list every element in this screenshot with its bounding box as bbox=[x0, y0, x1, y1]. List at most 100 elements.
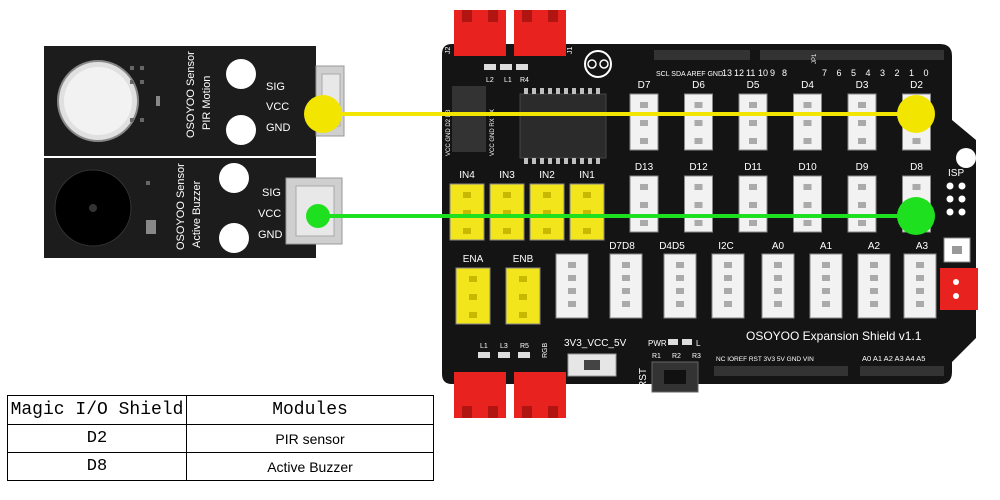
pwr-label: PWR bbox=[648, 339, 667, 348]
connector-in1 bbox=[569, 183, 605, 241]
mid-row-label: D4D5 bbox=[659, 241, 685, 252]
top-header-num: 3 bbox=[880, 68, 885, 78]
connector-d8-label: D8 bbox=[910, 162, 923, 173]
connector-d13 bbox=[629, 175, 659, 233]
analog-header-label: A0 A1 A2 A3 A4 A5 bbox=[862, 354, 925, 363]
connector-in2 bbox=[529, 183, 565, 241]
top-header-num: 10 bbox=[758, 68, 768, 78]
table-cell-pin: D2 bbox=[7, 424, 187, 453]
connector-ena bbox=[455, 267, 491, 325]
table-header-shield: Magic I/O Shield bbox=[7, 395, 187, 425]
resistor-label: R2 bbox=[672, 353, 681, 360]
top-header-num: 2 bbox=[895, 68, 900, 78]
pir-pin-vcc: VCC bbox=[266, 101, 289, 113]
resistor-label: R5 bbox=[520, 343, 529, 350]
resistor-label: R1 bbox=[652, 353, 661, 360]
buzzer-pin-sig: SIG bbox=[262, 187, 281, 199]
top-header-left-label: SCL SDA AREF GND bbox=[656, 71, 723, 78]
table-cell-pin: D8 bbox=[7, 452, 187, 481]
table-header-modules: Modules bbox=[186, 395, 434, 425]
mount-hole-icon bbox=[226, 59, 256, 89]
wire-end-d8 bbox=[897, 197, 935, 235]
label-l1: L1 bbox=[504, 77, 512, 84]
resistor-label: L1 bbox=[480, 343, 488, 350]
top-header-num: 5 bbox=[851, 68, 856, 78]
mount-hole-icon bbox=[956, 148, 976, 168]
motor-connector-top-l1 bbox=[514, 10, 566, 56]
label-j1: J1 bbox=[567, 47, 574, 55]
middle-connector bbox=[609, 253, 643, 319]
top-header-num: 8 bbox=[782, 68, 787, 78]
buzzer-pin-vcc: VCC bbox=[258, 208, 281, 220]
osoyoo-logo-icon bbox=[584, 50, 612, 78]
resistor-label: L3 bbox=[500, 343, 508, 350]
power-header-label: NC IOREF RST 3V3 5V GND VIN bbox=[716, 356, 814, 363]
connector-d10 bbox=[793, 175, 822, 233]
connector-d11 bbox=[738, 175, 768, 233]
analog-pin-header bbox=[860, 366, 944, 376]
wire-end-buzzer-sensor bbox=[306, 204, 330, 228]
connector-d2-label: D2 bbox=[910, 80, 923, 91]
top-header-num: 11 bbox=[746, 68, 755, 78]
board-title: OSOYOO Expansion Shield v1.1 bbox=[746, 329, 922, 343]
left-header-col1: VCC GND D2 D3 bbox=[446, 109, 452, 156]
mount-hole-icon bbox=[219, 163, 249, 193]
top-header-num: 9 bbox=[770, 68, 775, 78]
motor-connector-bottom-left bbox=[454, 372, 506, 418]
top-header-num: 6 bbox=[837, 68, 842, 78]
pir-brand-label: OSOYOO Sensor bbox=[185, 51, 197, 138]
connector-d9-label: D9 bbox=[856, 162, 869, 173]
label-j2: J2 bbox=[445, 47, 452, 55]
connector-in3 bbox=[489, 183, 525, 241]
connector-in3-label: IN3 bbox=[499, 170, 515, 181]
mid-row-label: I2C bbox=[718, 241, 734, 252]
label-jp1: JP1 bbox=[812, 53, 818, 64]
label-jp2: JP2 bbox=[958, 55, 964, 66]
label-r4: R4 bbox=[520, 77, 529, 84]
driver-chip-icon bbox=[519, 88, 607, 164]
rst-label: RST bbox=[638, 368, 649, 388]
rgb-label: RGB bbox=[542, 343, 549, 359]
connector-d9 bbox=[847, 175, 877, 233]
connector-in2-label: IN2 bbox=[539, 170, 555, 181]
connector-in4-label: IN4 bbox=[459, 170, 475, 181]
voltage-label: 3V3_VCC_5V bbox=[564, 338, 627, 349]
label-l-led: L bbox=[696, 339, 701, 348]
top-header-num: 13 bbox=[722, 68, 732, 78]
pin-mapping-table: Magic I/O Shield Modules D2 PIR sensor D… bbox=[7, 395, 434, 481]
left-header-col2: VCC GND RX TX bbox=[490, 109, 496, 156]
power-pin-header bbox=[714, 366, 848, 376]
table-cell-module: Active Buzzer bbox=[186, 452, 434, 481]
mount-hole-icon bbox=[219, 223, 249, 253]
mid-row-label: A3 bbox=[916, 241, 929, 252]
top-header-num: 12 bbox=[734, 68, 744, 78]
connector-in1-label: IN1 bbox=[579, 170, 595, 181]
left-pin-header bbox=[452, 86, 486, 152]
bottom-left-resistor-labels: L1 L3 R5 bbox=[480, 343, 529, 350]
wire-end-d2 bbox=[897, 95, 935, 133]
label-l2: L2 bbox=[486, 77, 494, 84]
connector-d12 bbox=[684, 175, 713, 233]
connector-d13-label: D13 bbox=[635, 162, 654, 173]
table-row: D8 Active Buzzer bbox=[7, 452, 434, 481]
pir-name-label: PIR Motion bbox=[201, 76, 213, 130]
connector-d5-label: D5 bbox=[747, 80, 760, 91]
wire-end-pir-sensor bbox=[304, 95, 342, 133]
connector-d4-label: D4 bbox=[801, 80, 814, 91]
buzzer-pin-gnd: GND bbox=[258, 229, 283, 241]
isp-label: ISP bbox=[948, 168, 964, 179]
pir-motion-module: OSOYOO Sensor PIR Motion SIG VCC GND bbox=[44, 46, 345, 156]
buzzer-name-label: Active Buzzer bbox=[191, 180, 203, 248]
table-row: D2 PIR sensor bbox=[7, 424, 434, 453]
connector-d4 bbox=[793, 93, 822, 151]
pir-pin-sig: SIG bbox=[266, 81, 285, 93]
power-connector-icon bbox=[940, 268, 978, 310]
mid-row-label: A1 bbox=[820, 241, 833, 252]
connector-d6-label: D6 bbox=[692, 80, 705, 91]
active-buzzer-module: OSOYOO Sensor Active Buzzer SIG VCC GND bbox=[44, 158, 343, 258]
connector-d3 bbox=[847, 93, 877, 151]
